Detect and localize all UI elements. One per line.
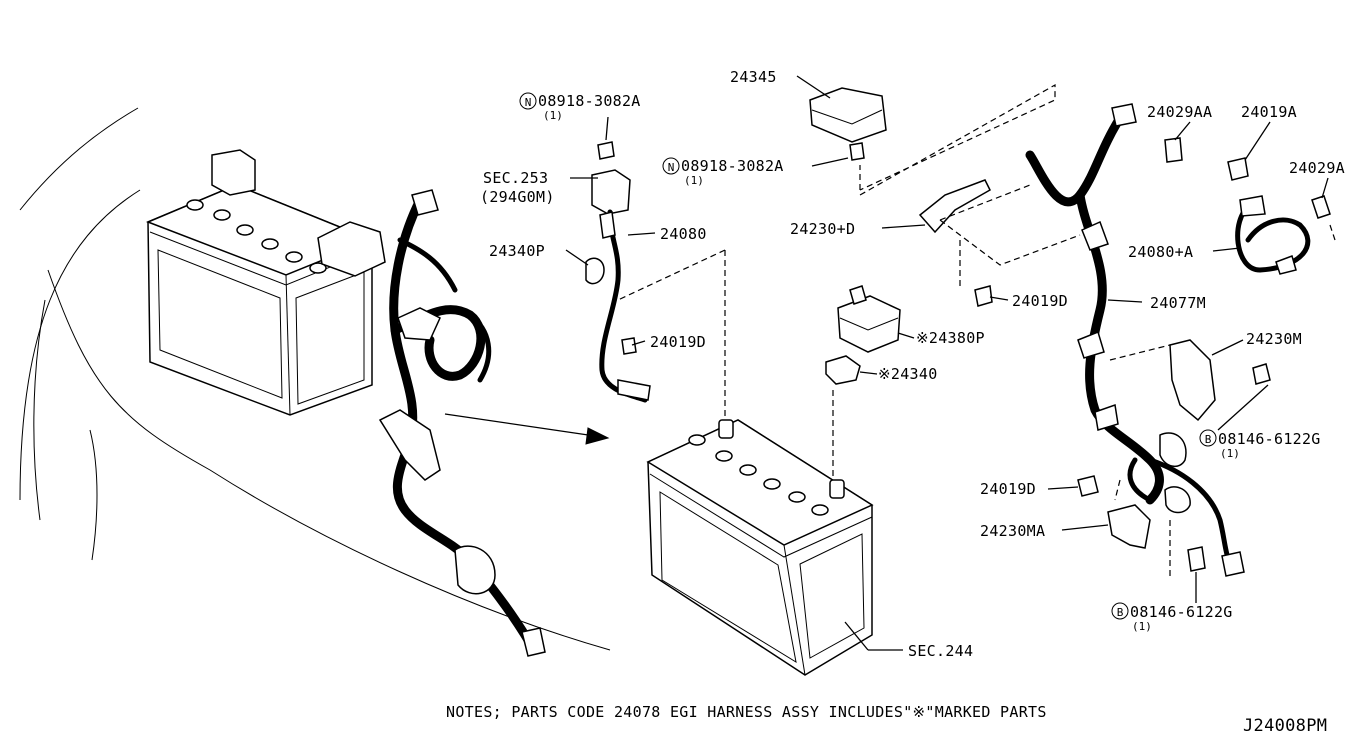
label-24019D-b: 24019D xyxy=(1012,292,1068,310)
battery-cell-caps xyxy=(688,434,829,516)
negative-cable-assembly xyxy=(585,141,651,403)
bracket-24230D xyxy=(918,179,993,307)
harness-24077M xyxy=(1025,103,1245,577)
qty-08918-3082A-top: (1) xyxy=(543,109,563,122)
positive-terminal-cover xyxy=(809,87,887,161)
label-24345: 24345 xyxy=(730,68,777,86)
bracket-24230MA xyxy=(1107,504,1151,549)
label-24380P: ※24380P xyxy=(916,329,985,347)
bracket-24230M xyxy=(1169,339,1271,422)
bolt-prefix-icon: B xyxy=(1111,602,1129,620)
direction-arrow xyxy=(444,413,610,445)
battery-terminal-posts xyxy=(718,419,845,499)
bolt-prefix-letter: B xyxy=(1205,433,1212,446)
label-24077M: 24077M xyxy=(1150,294,1206,312)
qty-08146-6122G-bot: (1) xyxy=(1132,620,1152,633)
label-sec244: SEC.244 xyxy=(908,642,973,660)
label-08918-3082A-top: 08918-3082A xyxy=(538,92,641,110)
cable-24080A xyxy=(1235,195,1331,275)
fusible-link-holder xyxy=(825,285,901,385)
label-24230D: 24230+D xyxy=(790,220,855,238)
label-sec253: SEC.253 xyxy=(483,169,548,187)
label-08918-3082A-mid: 08918-3082A xyxy=(681,157,784,175)
label-24029A: 24029A xyxy=(1289,159,1345,177)
label-08146-6122G-bot: 08146-6122G xyxy=(1130,603,1233,621)
vehicle-body-outline xyxy=(19,107,611,651)
label-24340: ※24340 xyxy=(878,365,938,383)
part-labels: 24345 08918-3082A (1) SEC.253 (294G0M) 2… xyxy=(480,68,1345,660)
nut-prefix-icon: N xyxy=(519,92,537,110)
label-24019D-a: 24019D xyxy=(650,333,706,351)
notes-text: NOTES; PARTS CODE 24078 EGI HARNESS ASSY… xyxy=(446,703,1047,721)
label-24230M: 24230M xyxy=(1246,330,1302,348)
nut-prefix-letter: N xyxy=(668,161,675,174)
qty-08146-6122G-top: (1) xyxy=(1220,447,1240,460)
battery-center xyxy=(646,419,874,676)
label-08146-6122G-top: 08146-6122G xyxy=(1218,430,1321,448)
label-sec253-sub: (294G0M) xyxy=(480,188,555,206)
bolt-prefix-icon: B xyxy=(1199,429,1217,447)
hardware-fasteners xyxy=(1077,137,1249,572)
qty-08918-3082A-mid: (1) xyxy=(684,174,704,187)
label-24340P: 24340P xyxy=(489,242,545,260)
diagram-code: J24008PM xyxy=(1243,716,1327,736)
label-24019D-c: 24019D xyxy=(980,480,1036,498)
label-24080: 24080 xyxy=(660,225,707,243)
dashed-reference-lines xyxy=(617,83,1336,580)
label-24019A: 24019A xyxy=(1241,103,1297,121)
nut-prefix-letter: N xyxy=(525,96,532,109)
bolt-prefix-letter: B xyxy=(1117,606,1124,619)
label-24080A: 24080+A xyxy=(1128,243,1193,261)
leader-lines xyxy=(565,75,1329,651)
battery-installed-view xyxy=(145,149,546,657)
nut-prefix-icon: N xyxy=(662,157,680,175)
label-24029AA: 24029AA xyxy=(1147,103,1212,121)
label-24230MA: 24230MA xyxy=(980,522,1045,540)
battery-cell-caps xyxy=(186,199,327,274)
